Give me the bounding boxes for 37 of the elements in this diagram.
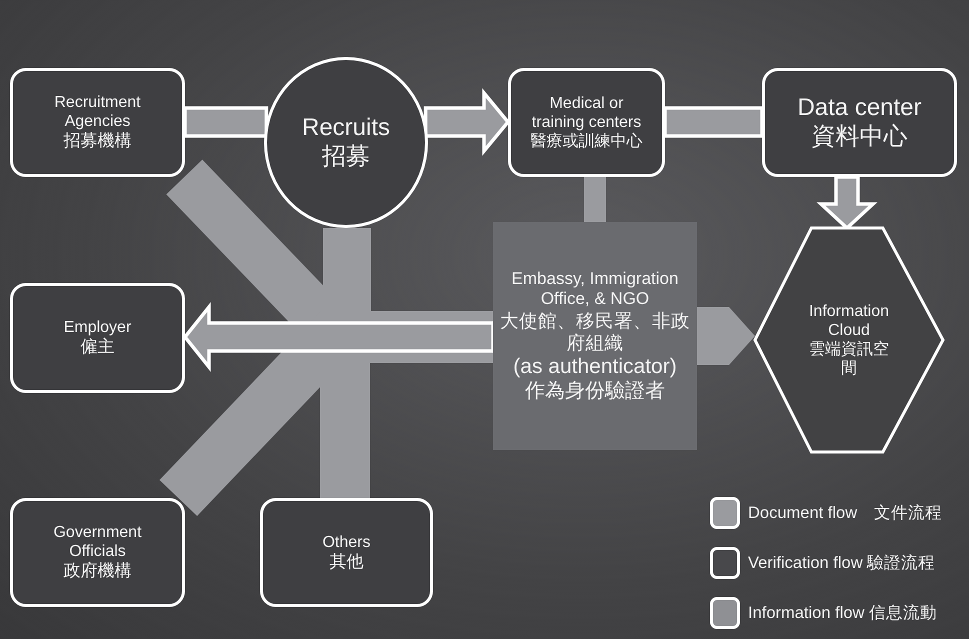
node-label: Information Cloud xyxy=(808,302,890,340)
block-arrow xyxy=(182,302,495,372)
node-label: Embassy, Immigration Office, & NGO xyxy=(510,268,680,310)
node-label: 資料中心 xyxy=(812,122,908,152)
process-box xyxy=(10,498,185,607)
legend-label: Information flow 信息流動 xyxy=(748,603,938,624)
process-box xyxy=(10,68,185,177)
connector-bar xyxy=(584,177,606,222)
block-arrow xyxy=(697,307,755,365)
node-label: 招募機構 xyxy=(64,131,132,152)
node-label: (as authenticator) xyxy=(513,354,677,380)
node-label: 作為身份驗證者 xyxy=(525,379,665,404)
process-box xyxy=(508,68,665,177)
process-box xyxy=(260,498,433,607)
node-label: Medical or training centers xyxy=(530,94,642,132)
node-label: Others xyxy=(322,532,370,552)
process-box xyxy=(762,68,957,177)
node-label: 僱主 xyxy=(80,337,114,358)
legend-label: Document flow 文件流程 xyxy=(748,503,942,524)
node-label: Recruits xyxy=(302,114,390,142)
node-label: 招募 xyxy=(322,142,370,172)
node-label: 雲端資訊空間 xyxy=(808,340,890,378)
node-label: Government Officials xyxy=(52,523,143,562)
node-label: 政府機構 xyxy=(64,561,132,582)
node-label: 大使館、移民署、非政府組織 xyxy=(499,310,691,354)
process-box xyxy=(10,283,185,393)
legend-label: Verification flow 驗證流程 xyxy=(748,553,936,574)
authenticator-panel xyxy=(493,222,697,450)
node-label: Data center xyxy=(797,94,922,122)
connector-bar xyxy=(183,106,268,138)
hexagon-node xyxy=(755,228,943,452)
node-label: 醫療或訓練中心 xyxy=(530,132,642,152)
node-label: 其他 xyxy=(330,552,364,572)
node-label: Recruitment Agencies xyxy=(53,93,142,132)
node-label: Employer xyxy=(64,318,132,338)
block-arrow xyxy=(424,88,510,156)
connector-bar xyxy=(663,106,764,138)
